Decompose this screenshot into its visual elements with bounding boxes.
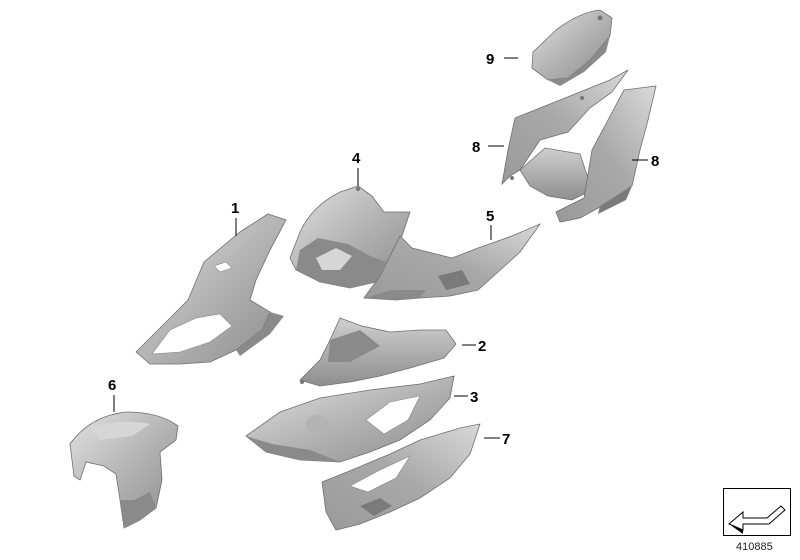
callout-9: 9 <box>486 51 494 68</box>
callout-2: 2 <box>478 338 486 355</box>
callout-6: 6 <box>108 377 116 394</box>
callout-7: 7 <box>502 431 510 448</box>
callout-3: 3 <box>470 389 478 406</box>
part-2-inner-panel <box>299 317 457 387</box>
callout-8a: 8 <box>472 139 480 156</box>
reference-arrow-icon <box>723 488 791 536</box>
part-1-fairing-side <box>135 213 287 365</box>
leader-lines <box>113 57 648 439</box>
part-7-belly-pan <box>321 423 481 531</box>
callout-1: 1 <box>231 200 239 217</box>
part-5-side-panel <box>363 223 542 301</box>
callout-labels: 1 2 3 4 5 6 7 8 8 9 <box>108 51 659 448</box>
callout-8b: 8 <box>651 153 659 170</box>
part-4-tank-cover <box>289 185 411 289</box>
part-9-seat-cowl <box>531 9 613 86</box>
callout-5: 5 <box>486 208 494 225</box>
part-8-tail-panels <box>501 69 657 223</box>
part-3-lower-fairing <box>245 375 455 463</box>
diagram-number: 410885 <box>736 541 773 553</box>
part-6-front-fender <box>69 411 179 529</box>
callout-4: 4 <box>352 150 361 167</box>
